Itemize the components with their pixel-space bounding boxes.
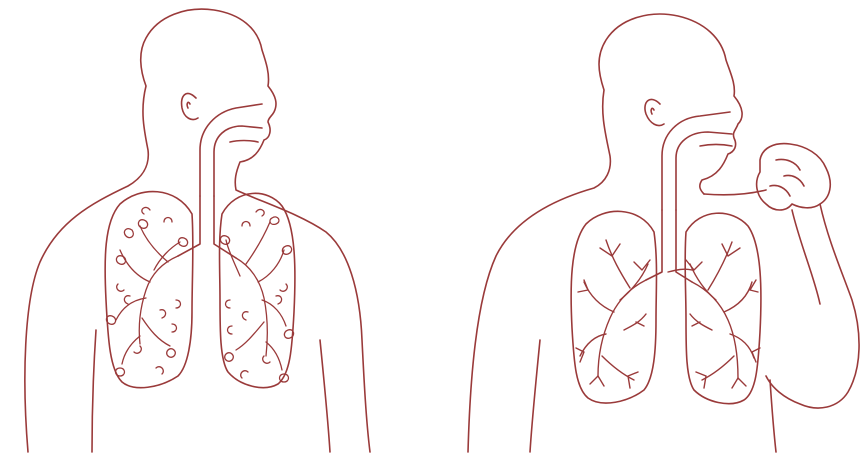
right-fist-fingers bbox=[770, 159, 804, 196]
right-forearm bbox=[766, 204, 859, 408]
left-oral-airway bbox=[214, 126, 262, 196]
left-arm-line-left bbox=[92, 330, 96, 452]
right-lung-right-side bbox=[571, 211, 656, 403]
right-arm-line-right bbox=[770, 380, 776, 452]
right-arm-line-left bbox=[530, 340, 540, 452]
right-ear-inner bbox=[651, 108, 654, 114]
left-arm-line-right bbox=[320, 340, 330, 452]
left-lung-bronchi-b bbox=[220, 209, 293, 382]
right-mouth-line bbox=[700, 145, 732, 147]
left-lung-left-side bbox=[220, 193, 295, 387]
right-lung-left-side bbox=[685, 213, 761, 403]
right-figure bbox=[468, 14, 859, 452]
left-ear bbox=[182, 93, 198, 119]
right-ear bbox=[645, 99, 664, 125]
right-lung-bronchi-a bbox=[576, 240, 650, 388]
right-oral-airway bbox=[676, 132, 732, 210]
right-lung-bronchi-b bbox=[668, 242, 760, 388]
left-figure bbox=[25, 9, 370, 452]
left-nasal-airway bbox=[200, 104, 262, 196]
right-body-outline bbox=[468, 14, 742, 452]
right-forearm-inner bbox=[792, 210, 820, 304]
left-lung-bronchi-a bbox=[106, 207, 187, 376]
left-body-outline bbox=[25, 9, 370, 452]
left-mouth-line bbox=[230, 141, 258, 143]
left-ear-inner bbox=[187, 102, 190, 108]
